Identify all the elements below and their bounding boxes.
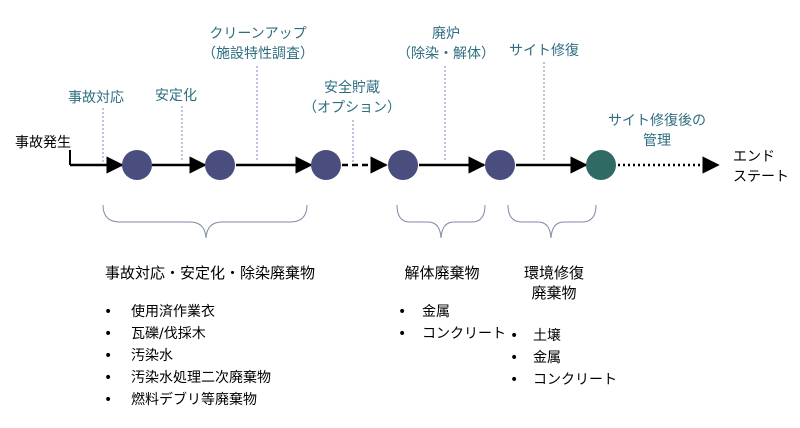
end-node-circle: [586, 150, 616, 180]
phase-label-stabilization: 安定化: [155, 88, 197, 104]
group-title: 事故対応・安定化・除染廃棄物: [105, 264, 315, 282]
phase-label-cleanup: クリーンアップ: [209, 26, 306, 42]
end-label: エンド: [733, 149, 775, 165]
bullet-mark: •: [104, 348, 112, 364]
node-circle: [485, 150, 515, 180]
bullet-mark: •: [398, 326, 406, 342]
timeline-nodes: [122, 150, 616, 180]
list-item: 瓦礫/伐採木: [131, 326, 206, 342]
group-brackets: [102, 204, 597, 239]
list-item: 汚染水処理二次廃棄物: [131, 369, 271, 386]
bullet-mark: •: [104, 370, 112, 386]
phase-label-accident-response: 事故対応: [68, 90, 124, 106]
phase-label-safe-storage: 安全貯蔵: [324, 79, 380, 96]
bullet-mark: •: [510, 372, 518, 388]
bullet-mark: •: [104, 304, 112, 320]
list-item: 汚染水: [131, 348, 173, 364]
list-item: 金属: [533, 350, 561, 366]
list-item: 使用済作業衣: [131, 303, 215, 320]
phase-label-site-restoration: サイト修復: [509, 42, 579, 59]
phase-label-safe-storage: （オプション）: [303, 100, 401, 116]
timeline: [69, 150, 720, 174]
list-item: コンクリート: [533, 372, 617, 388]
start-label: 事故発生: [15, 135, 71, 151]
bullet-mark: •: [398, 304, 406, 320]
group-title: 環境修復: [524, 264, 584, 282]
bullet-mark: •: [104, 326, 112, 342]
bullet-mark: •: [510, 350, 518, 366]
list-item: 金属: [422, 304, 450, 320]
group-items-demolition-waste: • 金属 • コンクリート: [398, 304, 506, 342]
list-item: コンクリート: [422, 326, 506, 342]
bullet-mark: •: [510, 328, 518, 344]
node-circle: [205, 150, 235, 180]
group-items-environmental-waste: • 土壌 • 金属 • コンクリート: [510, 328, 617, 388]
phase-guide-lines: [102, 62, 545, 162]
phase-label-cleanup: （施設特性調査）: [202, 46, 314, 62]
group-items-accident-waste: • 使用済作業衣 • 瓦礫/伐採木 • 汚染水 • 汚染水処理二次廃棄物 • 燃…: [104, 303, 271, 408]
phase-label-decommissioning: （除染・解体）: [397, 46, 495, 62]
group-title: 廃棄物: [531, 284, 576, 302]
phase-label-post-restoration: 管理: [643, 133, 671, 149]
end-label: ステート: [733, 169, 789, 185]
bracket-environmental-waste: [507, 204, 597, 239]
bracket-demolition-waste: [396, 204, 486, 239]
phase-label-post-restoration: サイト修復後の: [608, 112, 706, 129]
bracket-accident-waste: [102, 204, 308, 239]
list-item: 燃料デブリ等廃棄物: [131, 391, 257, 408]
node-circle: [311, 150, 341, 180]
phase-label-decommissioning: 廃炉: [432, 25, 460, 42]
group-title: 解体廃棄物: [404, 264, 479, 282]
node-circle: [388, 150, 418, 180]
list-item: 土壌: [533, 328, 561, 344]
node-circle: [122, 150, 152, 180]
bullet-mark: •: [104, 392, 112, 408]
